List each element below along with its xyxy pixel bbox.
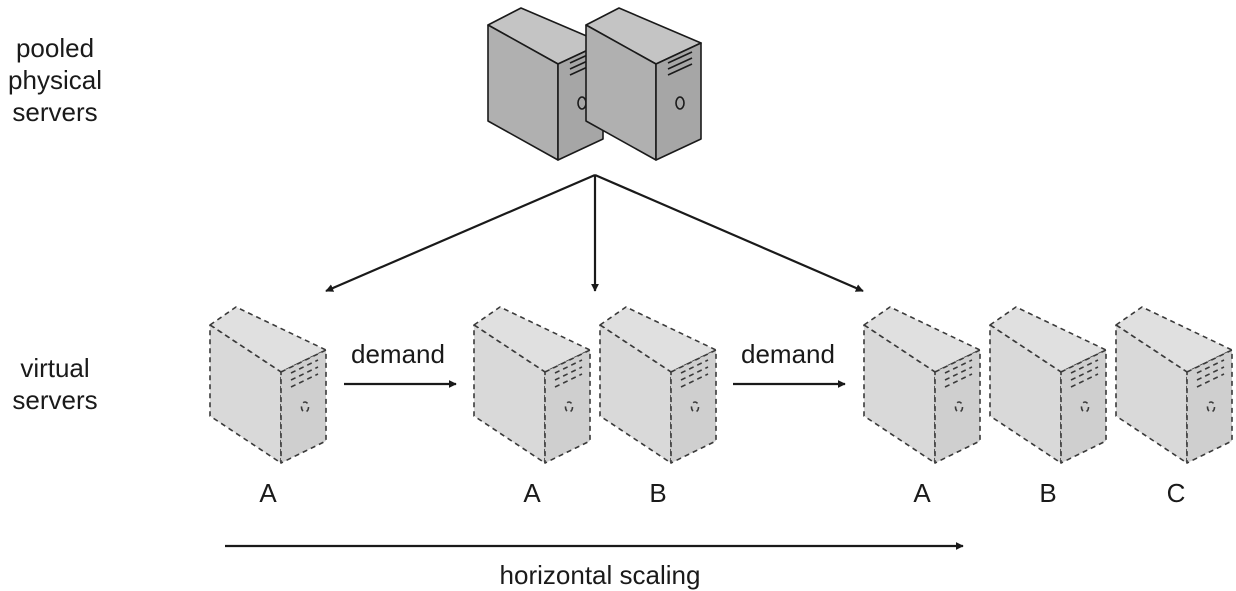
- pooled-label-line-3: servers: [12, 97, 98, 127]
- virtual-server-icon: [863, 306, 981, 464]
- virtual-server-icon: [209, 306, 327, 464]
- demand-label-1: demand: [351, 339, 445, 369]
- distribution-arrows: [325, 173, 864, 293]
- virtual-servers-label: virtual servers: [0, 352, 110, 416]
- pooled-physical-servers-label: pooled physical servers: [0, 32, 110, 128]
- server-label-a: A: [259, 478, 277, 508]
- server-label-b: B: [1039, 478, 1057, 508]
- server-label-c: C: [1166, 478, 1186, 508]
- pooled-label-line-2: physical: [8, 65, 102, 95]
- virtual-label-line-1: virtual: [20, 353, 90, 383]
- pooled-label-line-1: pooled: [15, 33, 95, 63]
- server-label-a: A: [913, 478, 931, 508]
- demand-label-2: demand: [741, 339, 835, 369]
- physical-server-icon: [585, 7, 702, 161]
- arrow-to-group-1: [325, 173, 596, 293]
- arrow-to-group-3: [594, 173, 864, 293]
- horizontal-scaling-label: horizontal scaling: [499, 560, 701, 590]
- server-label-b: B: [649, 478, 667, 508]
- server-label-a: A: [523, 478, 541, 508]
- virtual-server-icon: [989, 306, 1107, 464]
- virtual-server-icon: [473, 306, 591, 464]
- virtual-label-line-2: servers: [12, 385, 98, 415]
- virtual-server-icon: [1115, 306, 1233, 464]
- virtual-server-icon: [599, 306, 717, 464]
